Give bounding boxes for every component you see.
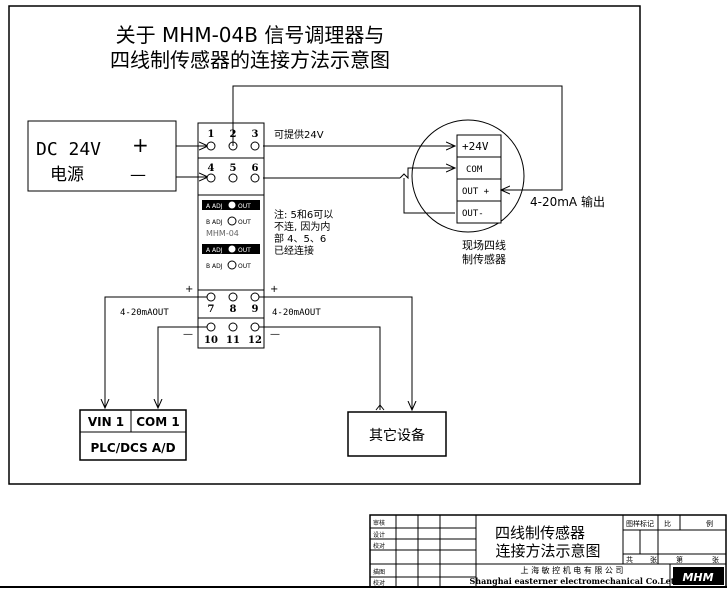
- output-wires: [105, 296, 412, 410]
- svg-text:1: 1: [208, 129, 215, 140]
- svg-text:B ADJ: B ADJ: [206, 219, 223, 226]
- terminal-numbers-bottom-2: 10 11 12: [204, 335, 262, 346]
- other-device-label: 其它设备: [369, 427, 425, 444]
- company-logo-text: MHM: [682, 571, 713, 584]
- other-device-box: [347, 411, 447, 457]
- svg-text:部 4、5、6: 部 4、5、6: [274, 232, 326, 245]
- svg-text:8: 8: [230, 304, 237, 315]
- svg-text:A ADJ: A ADJ: [206, 203, 223, 210]
- svg-text:比: 比: [664, 519, 671, 528]
- svg-text:校对: 校对: [373, 579, 385, 587]
- svg-text:6: 6: [252, 163, 259, 174]
- svg-text:审核: 审核: [373, 519, 385, 527]
- minus-left: —: [183, 329, 193, 340]
- title-line-1: 关于 MHM-04B 信号调理器与: [116, 23, 385, 47]
- terminal-numbers-top-2: 4 5 6: [208, 163, 259, 174]
- sensor-label-2: 制传感器: [462, 253, 506, 266]
- supply-24v-note: 可提供24V: [274, 128, 324, 141]
- plc-com: COM 1: [136, 415, 179, 429]
- sensor-pins: +24V COM OUT + OUT-: [462, 140, 490, 219]
- svg-text:OUT +: OUT +: [462, 187, 490, 197]
- svg-text:不连, 因为内: 不连, 因为内: [274, 220, 330, 233]
- svg-text:例: 例: [706, 519, 713, 528]
- power-plus: +: [132, 133, 149, 157]
- plc-name: PLC/DCS A/D: [90, 441, 175, 455]
- company-name-en: Shanghai easterner electromechanical Co.…: [470, 576, 675, 586]
- module-bottom-block: [197, 289, 265, 349]
- sensor-output-label: 4-20mA 输出: [530, 194, 605, 209]
- svg-text:OUT: OUT: [238, 219, 251, 226]
- svg-text:+24V: +24V: [462, 140, 489, 153]
- title-block-labels: 审核 设计 校对 描图 校对: [373, 519, 385, 587]
- svg-text:MHM-04: MHM-04: [206, 229, 239, 238]
- title-block-headers: 图样标记 比 例 共 张 第 张: [626, 519, 719, 564]
- svg-text:描图: 描图: [373, 568, 385, 576]
- drawing-frame: [8, 5, 641, 485]
- svg-text:共: 共: [626, 555, 633, 564]
- title-line-2: 四线制传感器的连接方法示意图: [110, 48, 390, 72]
- plc-box: [79, 409, 187, 461]
- drawing-title-2: 连接方法示意图: [495, 542, 600, 560]
- power-minus: —: [130, 165, 146, 184]
- sensor-circle: [411, 119, 525, 233]
- output-left-label: 4-20mAOUT: [120, 308, 169, 318]
- svg-text:设计: 设计: [373, 531, 385, 539]
- plc-vin: VIN 1: [88, 415, 124, 429]
- svg-text:10: 10: [204, 335, 218, 346]
- terminal-numbers-bottom-1: 7 8 9: [208, 304, 259, 315]
- power-label: DC 24V: [36, 139, 101, 160]
- svg-text:张: 张: [712, 555, 719, 564]
- svg-text:4: 4: [208, 163, 215, 174]
- svg-text:5: 5: [230, 163, 237, 174]
- plus-left: +: [185, 284, 193, 295]
- svg-text:第: 第: [676, 555, 683, 564]
- svg-text:9: 9: [252, 304, 259, 315]
- svg-text:12: 12: [248, 335, 262, 346]
- output-right-label: 4-20mAOUT: [272, 308, 321, 318]
- sensor-wires: [232, 85, 563, 214]
- power-sublabel: 电源: [50, 165, 84, 185]
- svg-text:图样标记: 图样标记: [626, 519, 654, 528]
- svg-text:A ADJ: A ADJ: [206, 247, 223, 254]
- plus-right: +: [270, 284, 278, 295]
- svg-text:张: 张: [650, 555, 657, 564]
- power-supply-box: [27, 120, 177, 192]
- svg-text:11: 11: [226, 335, 240, 346]
- title-block: [369, 514, 727, 588]
- svg-text:COM: COM: [466, 165, 483, 175]
- connection-note: 注: 5和6可以 不连, 因为内 部 4、5、6 已经连接: [274, 208, 333, 257]
- svg-text:OUT: OUT: [238, 263, 251, 270]
- svg-text:注: 5和6可以: 注: 5和6可以: [274, 208, 333, 221]
- sensor-label-1: 现场四线: [462, 238, 506, 252]
- svg-text:OUT: OUT: [238, 203, 251, 210]
- company-name-cn: 上 海 敏 控 机 电 有 限 公 司: [521, 565, 624, 575]
- minus-right: —: [270, 329, 280, 340]
- drawing-title-1: 四线制传感器: [495, 524, 585, 542]
- svg-text:OUT: OUT: [238, 247, 251, 254]
- svg-text:3: 3: [252, 129, 259, 140]
- module-front-panel: A ADJ OUT B ADJ OUT MHM-04 A ADJ OUT B A…: [202, 200, 260, 270]
- company-logo: [673, 567, 724, 585]
- svg-text:校对: 校对: [373, 542, 385, 550]
- svg-text:B ADJ: B ADJ: [206, 263, 223, 270]
- svg-text:已经连接: 已经连接: [274, 244, 314, 257]
- svg-text:7: 7: [208, 304, 215, 315]
- svg-text:OUT-: OUT-: [462, 209, 484, 219]
